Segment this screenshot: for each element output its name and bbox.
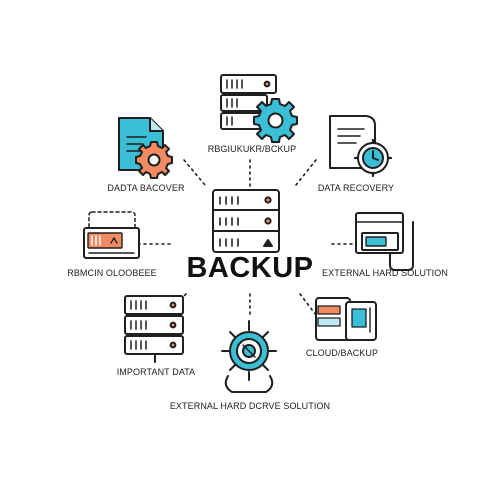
- label-cloud-backup: CLOUD/BACKUP: [305, 348, 379, 358]
- server-gear-icon: [220, 74, 298, 143]
- label-important-data: IMPORTANT DATA: [116, 367, 196, 377]
- label-top: RBGIUKUKR/BCKUP: [207, 144, 297, 154]
- server-rack-icon: [212, 189, 280, 253]
- label-external-hard-solution: EXTERNAL HARD SOLUTION: [322, 268, 448, 278]
- hard-drive-icon: [83, 211, 140, 259]
- label-external-hard-drive-solution: EXTERNAL HARD DCRVE SOLUTION: [169, 401, 331, 411]
- label-data-bacover: DADTA BACOVER: [107, 183, 185, 193]
- document-clock-icon: [329, 115, 393, 178]
- server-stack-icon: [124, 295, 184, 363]
- external-drive-icon: [355, 212, 414, 271]
- label-left-middle: RBMCIN OLOOBEEE: [67, 268, 157, 278]
- document-gear-icon: [118, 117, 173, 179]
- diagram-title: BACKUP: [186, 252, 314, 284]
- wheel-gear-icon: [221, 320, 277, 393]
- cloud-storage-icon: [315, 297, 377, 341]
- connector-lines: [137, 159, 356, 317]
- label-data-recovery: DATA RECOVERY: [317, 183, 395, 193]
